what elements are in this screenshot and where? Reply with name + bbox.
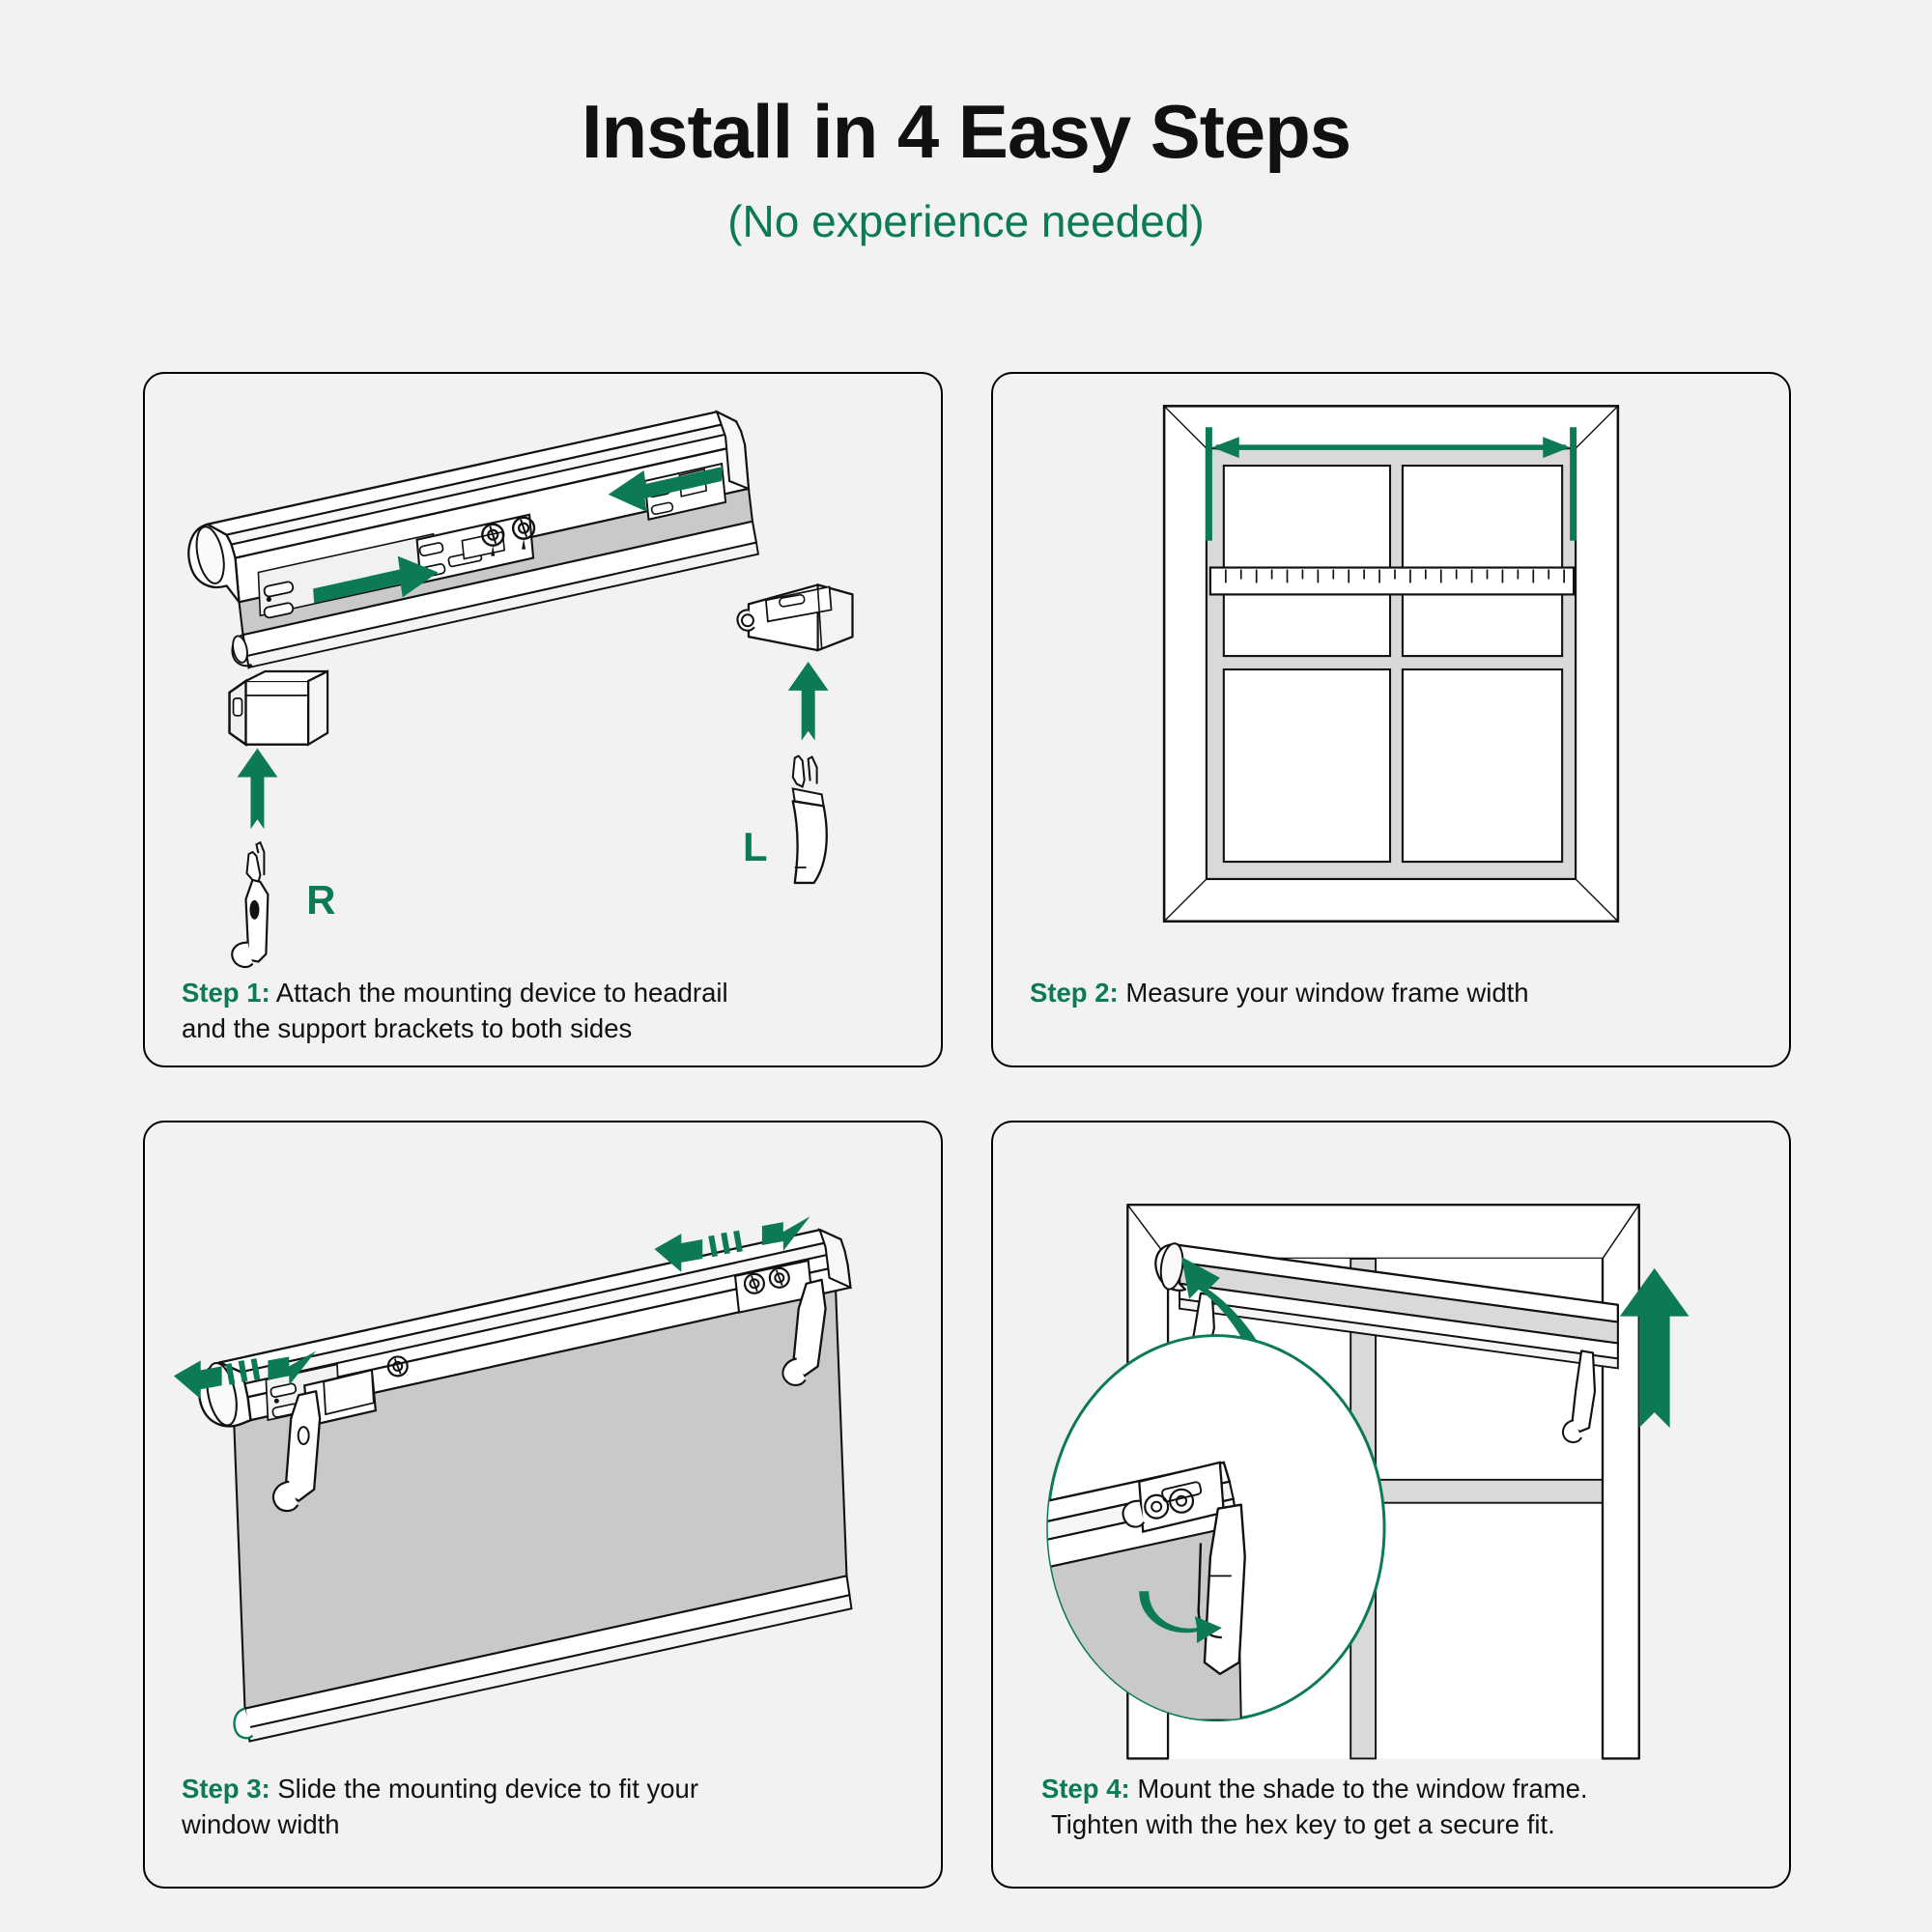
support-bracket-right [231, 840, 270, 969]
step-card-2: Step 2: Measure your window frame width [991, 372, 1791, 1067]
step-1-caption: Step 1: Attach the mounting device to he… [182, 976, 912, 1047]
detail-inset-circle [1046, 1334, 1386, 1722]
step-2-illustration [993, 374, 1789, 973]
arrow-up-icon [787, 662, 829, 741]
arrow-up-icon [1619, 1267, 1690, 1429]
step-card-4: Step 4: Mount the shade to the window fr… [991, 1121, 1791, 1889]
page-subtitle: (No experience needed) [727, 195, 1205, 246]
slide-arrow-right-icon [654, 1216, 810, 1272]
step-card-1: R [143, 372, 943, 1067]
step-2-caption: Step 2: Measure your window frame width [1030, 976, 1760, 1011]
step-3-caption: Step 3: Slide the mounting device to fit… [182, 1772, 912, 1843]
step-1-text-line1: Attach the mounting device to headrail [270, 978, 728, 1008]
step-card-3: Step 3: Slide the mounting device to fit… [143, 1121, 943, 1889]
mounting-device-part [736, 583, 854, 652]
shade-headrail-in-frame [1154, 1242, 1620, 1444]
step-3-text-line2: window width [182, 1808, 340, 1839]
step-4-text-line1: Mount the shade to the window frame. [1129, 1774, 1588, 1804]
shade-bottom-rail [233, 1575, 853, 1743]
step-3-label: Step 3: [182, 1774, 270, 1804]
tape-measure-icon [1208, 566, 1576, 596]
end-cap-part [228, 669, 329, 747]
step-1-label: Step 1: [182, 978, 270, 1008]
support-bracket-left [791, 754, 828, 885]
step-3-text-line1: Slide the mounting device to fit your [270, 1774, 698, 1804]
header: Install in 4 Easy Steps (No experience n… [0, 89, 1932, 246]
steps-grid: R [143, 372, 1791, 1889]
step-4-illustration [993, 1122, 1789, 1770]
step-4-caption: Step 4: Mount the shade to the window fr… [1041, 1772, 1760, 1843]
arrow-left-icon [608, 467, 724, 512]
slide-arrow-left-icon [173, 1350, 317, 1400]
bracket-r-label: R [306, 877, 335, 923]
step-2-label: Step 2: [1030, 978, 1119, 1008]
page-title: Install in 4 Easy Steps [581, 89, 1351, 174]
width-dimension-arrow [1205, 427, 1577, 541]
mounting-device-left [271, 1355, 409, 1513]
step-4-text-line2: Tighten with the hex key to get a secure… [1051, 1808, 1555, 1839]
step-1-text-line2: and the support brackets to both sides [182, 1012, 633, 1043]
step-3-illustration [145, 1122, 941, 1770]
mounting-device-right [733, 1259, 827, 1386]
window-frame [1162, 405, 1620, 923]
arrow-up-icon [237, 748, 278, 830]
bracket-l-label: L [743, 824, 768, 869]
step-1-illustration: R [145, 374, 941, 973]
step-2-text-line1: Measure your window frame width [1118, 978, 1529, 1008]
headrail-assembly [187, 410, 759, 670]
arrow-right-icon [313, 555, 439, 604]
step-4-label: Step 4: [1041, 1774, 1130, 1804]
